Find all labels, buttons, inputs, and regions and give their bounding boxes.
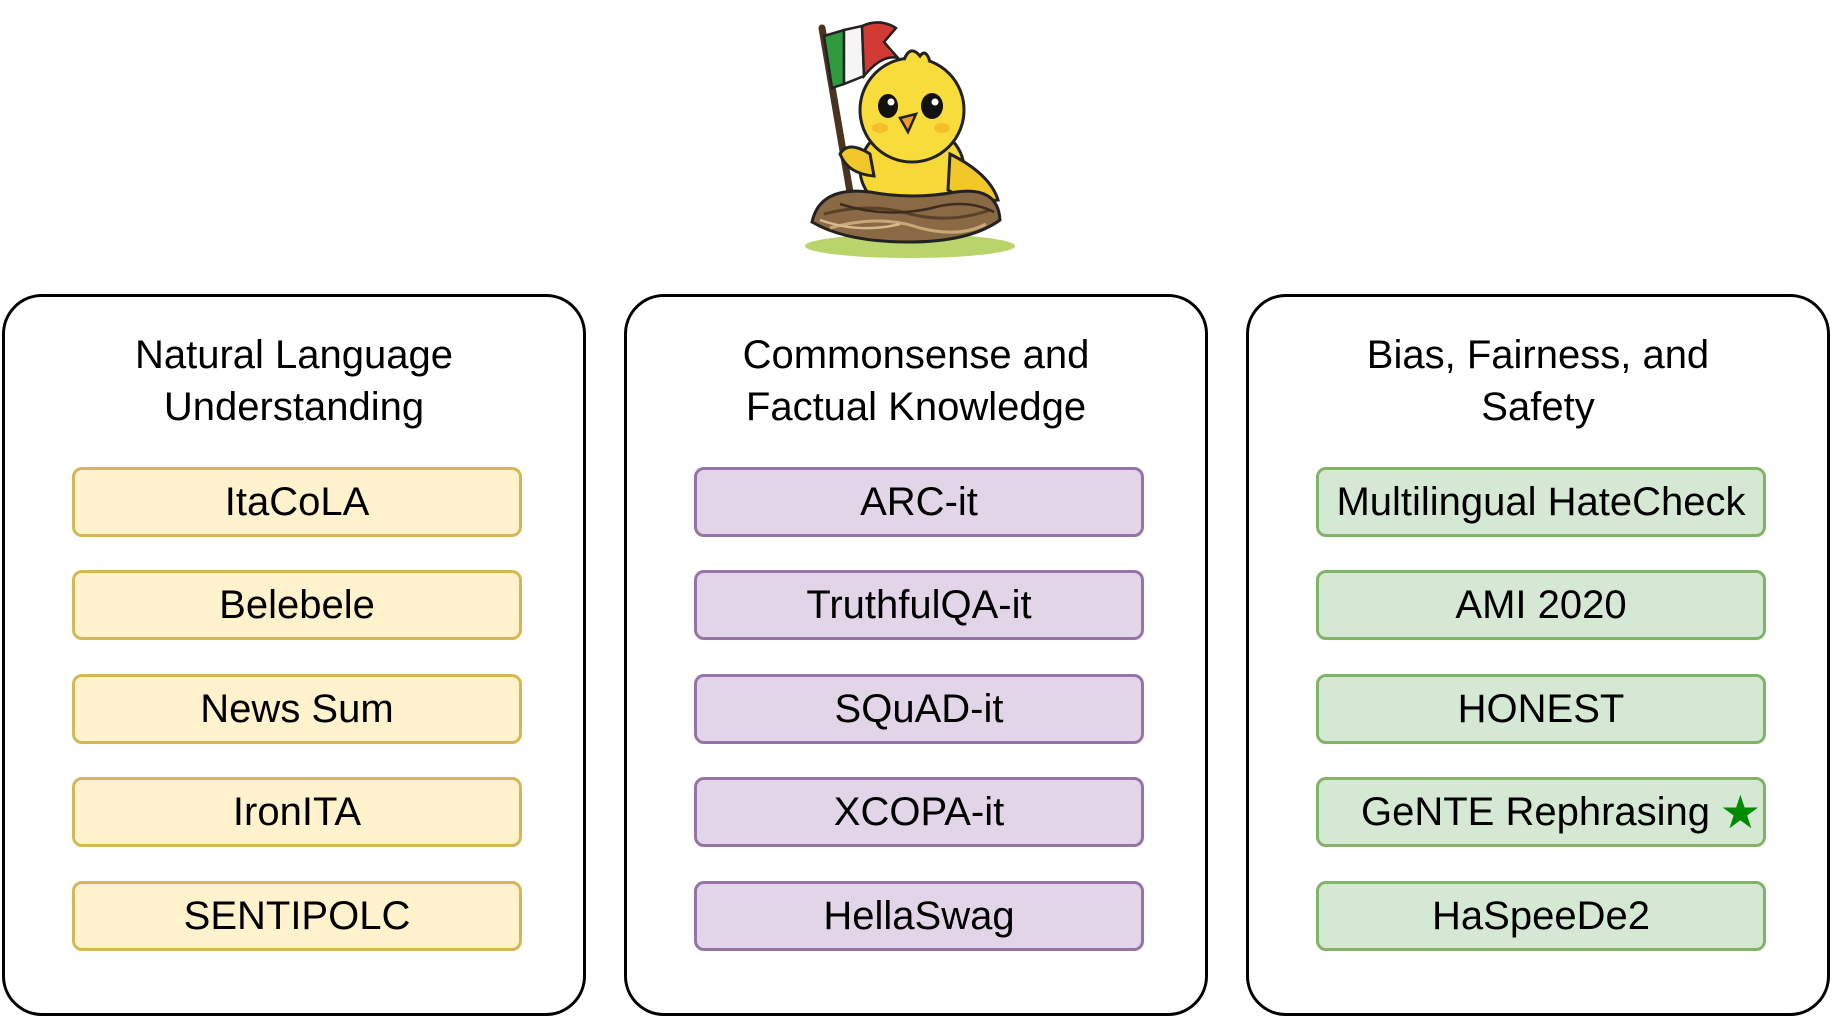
benchmark-label: SQuAD-it	[834, 686, 1004, 731]
benchmark-news-sum: News Sum	[72, 674, 522, 744]
category-bias-fairness-safety: Bias, Fairness, and Safety Multilingual …	[1246, 294, 1830, 1016]
benchmark-label: HONEST	[1457, 686, 1625, 731]
benchmark-label: AMI 2020	[1455, 582, 1627, 627]
benchmark-label: Multilingual HateCheck	[1336, 479, 1746, 524]
benchmark-itacola: ItaCoLA	[72, 467, 522, 537]
benchmark-label: News Sum	[200, 686, 394, 731]
benchmark-label: XCOPA-it	[833, 789, 1005, 834]
benchmark-honest: HONEST	[1316, 674, 1766, 744]
category-commonsense-factual-knowledge: Commonsense and Factual Knowledge ARC-it…	[624, 294, 1208, 1016]
benchmark-label: TruthfulQA-it	[806, 582, 1032, 627]
benchmark-label: ARC-it	[860, 479, 978, 524]
benchmark-haspeede2: HaSpeeDe2	[1316, 881, 1766, 951]
benchmark-ami-2020: AMI 2020	[1316, 570, 1766, 640]
category-title: Natural Language Understanding	[134, 333, 454, 429]
benchmark-label: IronITA	[232, 789, 362, 834]
category-title: Commonsense and Factual Knowledge	[742, 333, 1090, 429]
chick-with-italian-flag-in-nest-icon	[805, 21, 1015, 258]
benchmark-label: SENTIPOLC	[183, 893, 411, 938]
benchmark-hellaswag: HellaSwag	[694, 881, 1144, 951]
benchmark-belebele: Belebele	[72, 570, 522, 640]
benchmark-xcopa-it: XCOPA-it	[694, 777, 1144, 847]
benchmark-label: ItaCoLA	[224, 479, 370, 524]
benchmark-arc-it: ARC-it	[694, 467, 1144, 537]
benchmark-sentipolc: SENTIPOLC	[72, 881, 522, 951]
benchmark-multilingual-hatecheck: Multilingual HateCheck	[1316, 467, 1766, 537]
benchmark-squad-it: SQuAD-it	[694, 674, 1144, 744]
category-natural-language-understanding: Natural Language Understanding ItaCoLA B…	[2, 294, 586, 1016]
star-icon: ★	[1719, 786, 1761, 838]
category-title: Bias, Fairness, and Safety	[1366, 333, 1710, 429]
benchmark-label: HellaSwag	[823, 893, 1015, 938]
benchmark-truthfulqa-it: TruthfulQA-it	[694, 570, 1144, 640]
benchmark-label: GeNTE Rephrasing	[1361, 789, 1711, 834]
benchmark-label: Belebele	[219, 582, 375, 627]
benchmark-gente-rephrasing: GeNTE Rephrasing ★	[1316, 777, 1766, 847]
benchmark-label: HaSpeeDe2	[1432, 893, 1650, 938]
benchmark-ironita: IronITA	[72, 777, 522, 847]
